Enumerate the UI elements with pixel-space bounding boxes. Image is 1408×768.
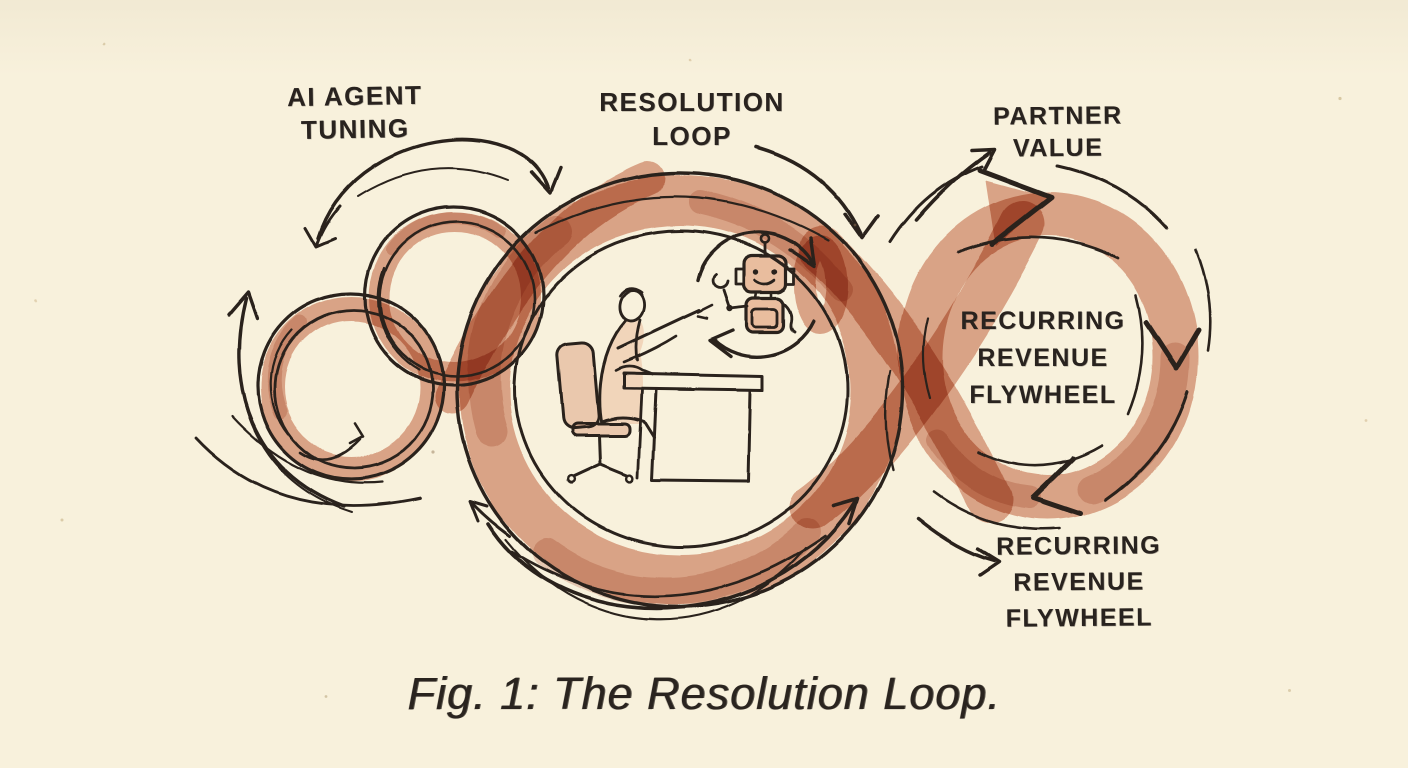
- label-recurring-revenue-flywheel-outer: RECURRING REVENUE FLYWHEEL: [974, 527, 1185, 637]
- arrow-left-outer: [227, 290, 353, 513]
- arrow-top-center: [754, 145, 880, 240]
- label-line: REVENUE: [1013, 567, 1145, 597]
- arrow-partner-value: [914, 147, 997, 222]
- arrow-left-top: [303, 137, 562, 249]
- label-line: RESOLUTION: [599, 87, 785, 117]
- label-line: TUNING: [300, 113, 410, 145]
- label-recurring-revenue-flywheel-inner: RECURRING REVENUE FLYWHEEL: [938, 303, 1148, 414]
- label-line: VALUE: [1012, 133, 1104, 163]
- label-line: AI AGENT: [286, 79, 423, 113]
- ink-layer: [34, 42, 1368, 698]
- label-line: RECURRING: [996, 531, 1162, 561]
- arrow-bottom-right: [916, 517, 1001, 577]
- figure-caption: Fig. 1: The Resolution Loop.: [407, 668, 1001, 719]
- label-ai-agent-tuning: AI AGENT TUNING: [254, 78, 455, 147]
- label-line: FLYWHEEL: [969, 381, 1117, 409]
- label-line: RECURRING: [960, 307, 1126, 335]
- label-line: FLYWHEEL: [1005, 603, 1154, 633]
- robot-icon: [711, 233, 797, 334]
- robot-cycle-arrows-icon: [696, 230, 816, 358]
- label-line: REVENUE: [977, 344, 1109, 372]
- arrow-bottom-center: [468, 497, 860, 621]
- ai-agent-tuning-outline: [194, 205, 545, 507]
- person-at-desk-icon: [598, 287, 714, 440]
- recurring-revenue-flywheel-outline: [884, 164, 1212, 530]
- label-line: LOOP: [652, 121, 732, 151]
- paper-specks: [34, 42, 1368, 698]
- office-chair-icon: [555, 342, 635, 484]
- label-line: PARTNER: [992, 101, 1123, 131]
- wash-layer: [260, 161, 1198, 606]
- scene-fills: [557, 256, 786, 480]
- label-partner-value: PARTNER VALUE: [972, 99, 1145, 164]
- desk-icon: [622, 371, 765, 483]
- label-resolution-loop: RESOLUTION LOOP: [597, 85, 787, 153]
